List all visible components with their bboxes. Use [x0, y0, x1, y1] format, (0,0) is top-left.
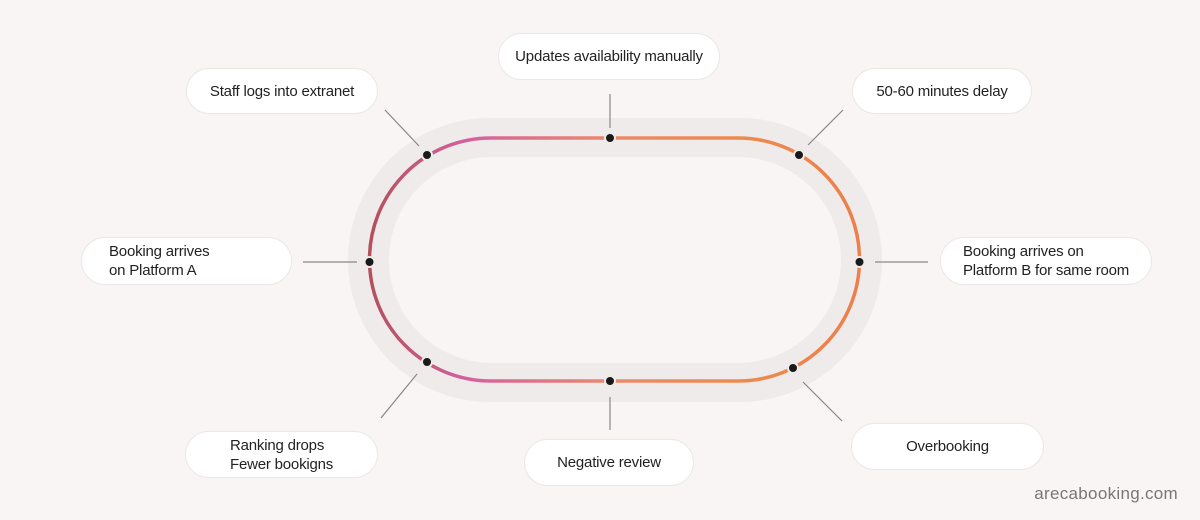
node-dot-step-1 [363, 256, 376, 268]
step-label-booking-platform-a: Booking arrives on Platform A [81, 237, 292, 285]
step-label-text: Booking arrives on Platform B for same r… [963, 243, 1130, 279]
node-dot-step-6 [787, 362, 799, 374]
step-label-text: Updates availability manually [515, 48, 703, 65]
step-label-text: 50-60 minutes delay [876, 82, 1008, 100]
connector-step-6 [802, 381, 843, 422]
step-label-text: Negative review [557, 454, 661, 471]
step-label-staff-logs: Staff logs into extranet [186, 68, 378, 114]
step-label-text: Booking arrives on Platform A [109, 243, 210, 279]
connector-step-2 [384, 109, 420, 147]
node-dot-step-8 [421, 356, 433, 368]
step-label-delay: 50-60 minutes delay [852, 68, 1032, 114]
step-label-overbooking: Overbooking [851, 423, 1044, 470]
step-label-ranking-drops: Ranking drops Fewer bookigns [185, 431, 378, 478]
node-dot-step-4 [793, 149, 805, 161]
node-dots [363, 132, 866, 387]
node-dot-step-5 [853, 256, 866, 268]
step-label-booking-platform-b: Booking arrives on Platform B for same r… [940, 237, 1152, 285]
track-inner [389, 157, 841, 363]
node-dot-step-2 [421, 149, 433, 161]
step-label-text: Overbooking [906, 438, 989, 455]
step-label-negative-review: Negative review [524, 439, 694, 486]
node-dot-step-7 [604, 375, 616, 387]
step-label-updates-availability: Updates availability manually [498, 33, 720, 80]
watermark: arecabooking.com [1034, 484, 1178, 503]
connector-step-8 [380, 373, 418, 419]
node-dot-step-3 [604, 132, 616, 144]
step-label-text: Ranking drops Fewer bookigns [230, 436, 334, 473]
step-label-text: Staff logs into extranet [209, 82, 355, 100]
connector-step-4 [807, 109, 844, 146]
connectors [303, 94, 928, 430]
